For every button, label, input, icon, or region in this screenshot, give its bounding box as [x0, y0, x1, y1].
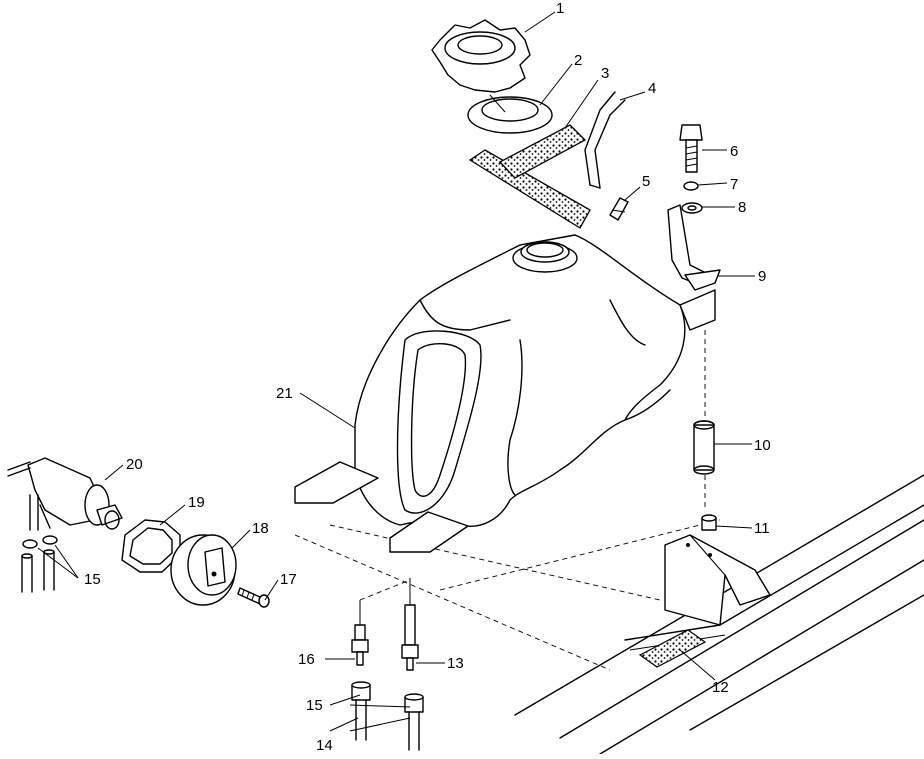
callout-12: 12 — [712, 679, 729, 696]
callout-15-left: 15 — [84, 571, 101, 588]
callout-20: 20 — [126, 456, 143, 473]
callout-2: 2 — [574, 52, 582, 69]
callout-15-bottom: 15 — [306, 697, 323, 714]
cover-screw — [237, 587, 270, 608]
vent-fitting — [609, 197, 629, 221]
fuel-petcock — [7, 457, 123, 531]
callout-16: 16 — [298, 651, 315, 668]
grommet — [701, 514, 717, 531]
lock-washer — [683, 181, 699, 191]
fuel-fitting-right — [401, 604, 419, 671]
frame-mount-bracket — [664, 534, 771, 626]
callout-14: 14 — [316, 737, 333, 754]
tank-pads — [294, 461, 469, 553]
fuel-lines-left — [21, 535, 58, 593]
reference-lines — [294, 330, 721, 671]
hose-clamps-bottom — [351, 681, 424, 713]
spacer — [693, 420, 715, 475]
petcock-cover — [170, 534, 237, 606]
callout-6: 6 — [730, 143, 738, 160]
foam-strips — [468, 124, 591, 229]
callout-7: 7 — [730, 176, 738, 193]
fuel-tank — [354, 234, 716, 527]
callout-9: 9 — [758, 268, 766, 285]
flat-washer — [681, 202, 703, 214]
callout-17: 17 — [280, 571, 297, 588]
callout-11: 11 — [754, 520, 770, 537]
callout-3: 3 — [601, 65, 609, 82]
callout-5: 5 — [642, 173, 650, 190]
callout-13: 13 — [447, 655, 464, 672]
bolt — [679, 124, 703, 173]
cap-gasket — [467, 96, 553, 134]
callout-4: 4 — [648, 80, 656, 97]
fuel-fitting-left — [351, 624, 369, 666]
callout-labels: 1 2 3 4 5 6 7 8 9 10 11 12 13 14 15 15 1… — [84, 0, 771, 754]
callout-8: 8 — [738, 199, 746, 216]
callout-1: 1 — [556, 0, 564, 17]
fuel-cap — [431, 19, 531, 93]
tank-bracket — [667, 204, 721, 291]
callout-10: 10 — [754, 437, 771, 454]
leader-lines — [37, 11, 755, 732]
frame-pad — [638, 629, 707, 668]
vent-hose — [584, 91, 626, 189]
callout-18: 18 — [252, 520, 269, 537]
callout-21: 21 — [276, 385, 293, 402]
cap-axis-line — [489, 94, 506, 113]
callout-19: 19 — [188, 494, 205, 511]
